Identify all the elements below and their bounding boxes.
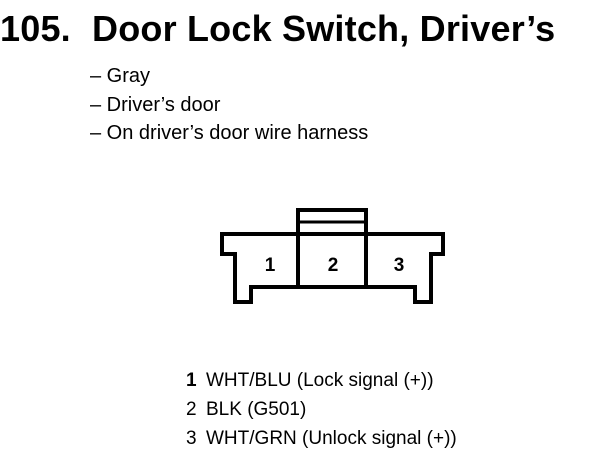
- pin-row: 2 BLK (G501): [186, 395, 457, 424]
- detail-harness: – On driver’s door wire harness: [90, 122, 369, 144]
- detail-color: – Gray: [90, 65, 151, 87]
- pin-description: WHT/BLU (Lock signal (+)): [206, 370, 434, 391]
- detail-location: – Driver’s door: [90, 93, 221, 116]
- component-name: Door Lock Switch, Driver’s: [92, 8, 556, 49]
- page-title: 105. Door Lock Switch, Driver’s: [0, 8, 555, 50]
- pin-list: 1 WHT/BLU (Lock signal (+)) 2 BLK (G501) 3…: [186, 366, 457, 453]
- pin-label-3: 3: [394, 255, 405, 276]
- pin-number: 1: [186, 370, 197, 391]
- connector-housing: [220, 232, 445, 304]
- pin-label-2: 2: [328, 255, 339, 276]
- pin-description: BLK (G501): [206, 399, 307, 420]
- component-details: – Gray – Driver’s door – On driver’s doo…: [90, 62, 368, 148]
- pin-description: WHT/GRN (Unlock signal (+)): [206, 428, 457, 449]
- pin-number: 3: [186, 428, 197, 449]
- pin-row: 1 WHT/BLU (Lock signal (+)): [186, 366, 457, 395]
- pin-number: 2: [186, 399, 197, 420]
- pin-row: 3 WHT/GRN (Unlock signal (+)): [186, 424, 457, 453]
- component-number: 105.: [0, 8, 71, 49]
- pin-label-1: 1: [265, 255, 276, 276]
